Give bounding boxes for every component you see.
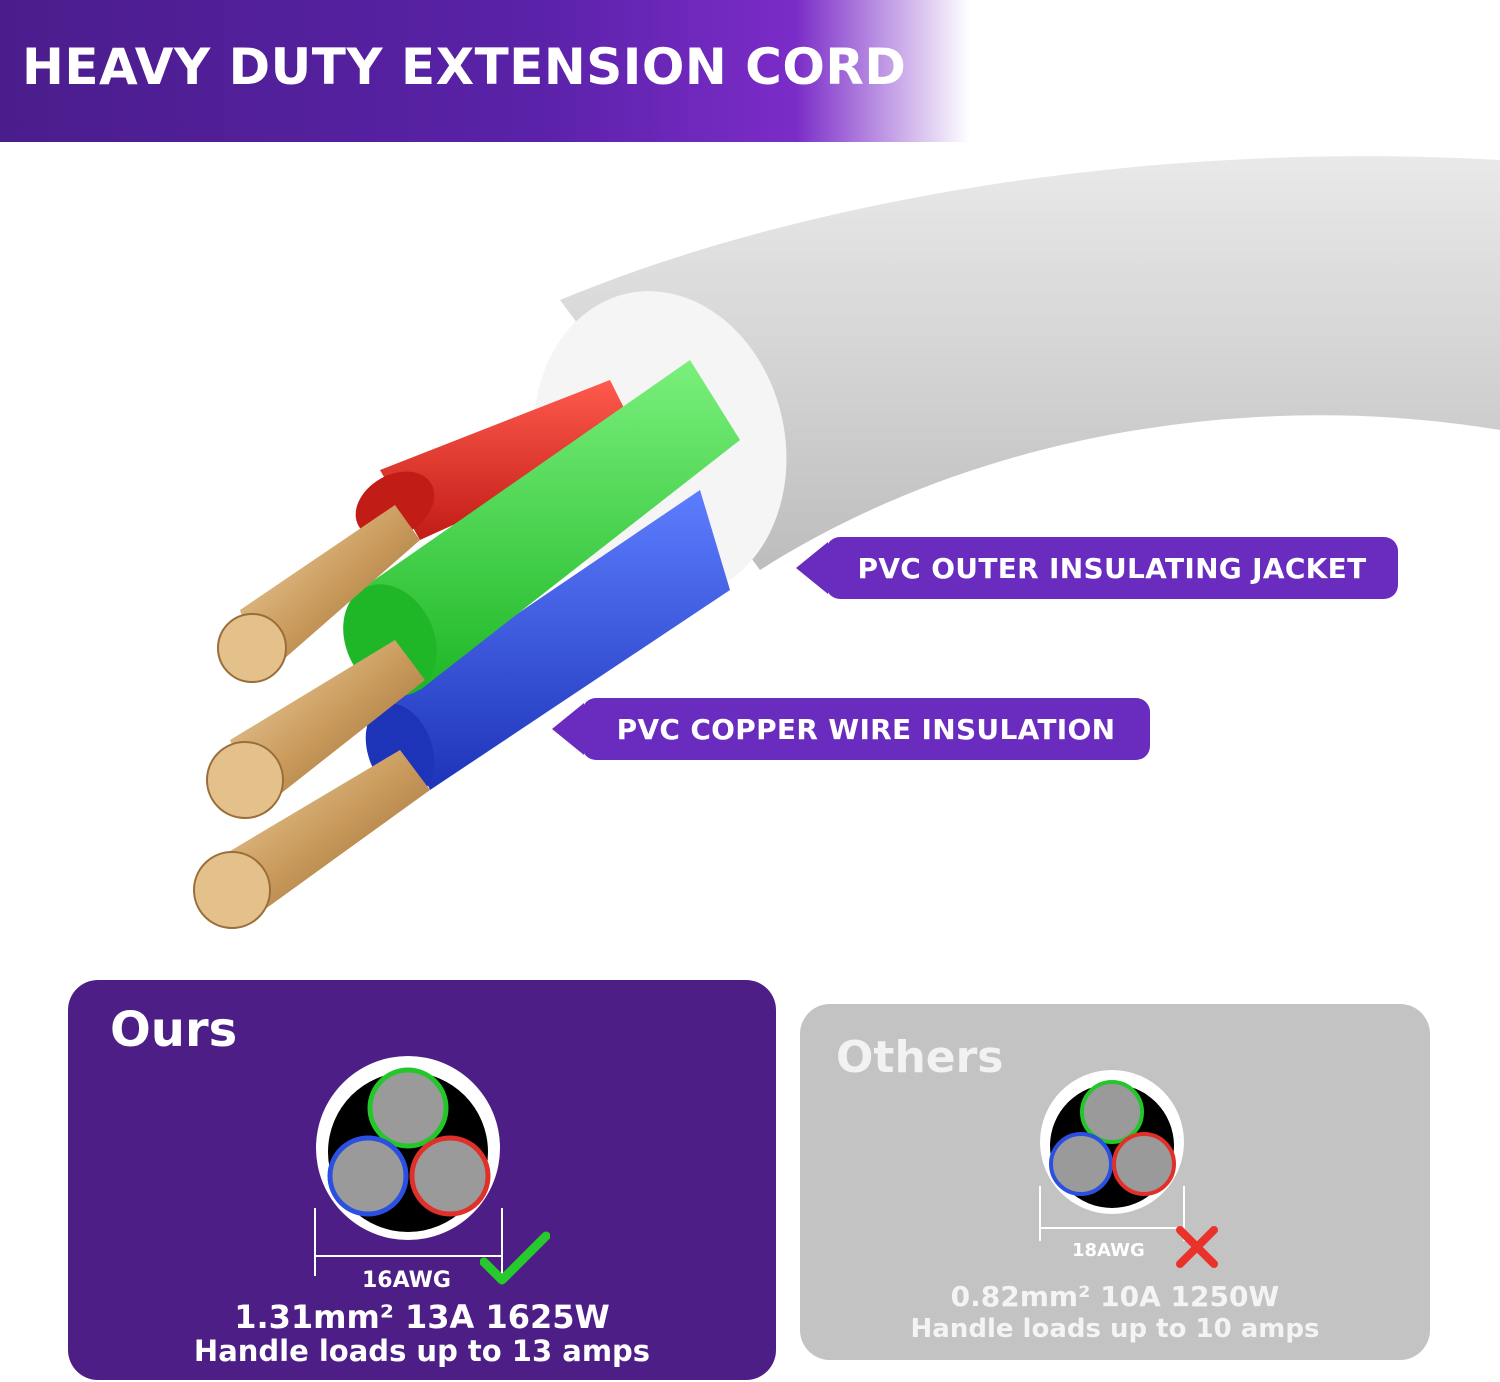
others-cable-cross-section <box>1039 1070 1185 1241</box>
ours-spec-line2: Handle loads up to 13 amps <box>193 1334 651 1368</box>
blue-wire <box>390 490 730 790</box>
ours-gauge: 16AWG <box>362 1268 451 1293</box>
others-title: Others <box>836 1032 1004 1083</box>
red-wire <box>380 380 640 540</box>
green-wire <box>360 360 740 690</box>
ours-title: Ours <box>110 1002 238 1058</box>
cross-icon <box>1176 1226 1218 1268</box>
outer-jacket <box>560 156 1500 570</box>
others-panel: Others 18AWG 0.82mm² 10A 1250W Handle lo… <box>800 1004 1430 1360</box>
others-spec-line2: Handle loads up to 10 amps <box>910 1314 1320 1344</box>
others-spec-line1: 0.82mm² 10A 1250W <box>950 1280 1280 1313</box>
ours-cable-cross-section <box>314 1056 503 1276</box>
callout-wire-insulation: PVC COPPER WIRE INSULATION <box>582 698 1150 760</box>
copper-strands-red <box>240 505 420 680</box>
check-icon <box>480 1231 550 1285</box>
others-gauge: 18AWG <box>1072 1240 1145 1261</box>
header-banner: HEAVY DUTY EXTENSION CORD <box>0 0 970 142</box>
callout-outer-jacket: PVC OUTER INSULATING JACKET <box>826 537 1398 599</box>
page-title: HEAVY DUTY EXTENSION CORD <box>22 38 907 96</box>
ours-panel: Ours 16AWG 1.31mm² 13A 1625W Handle load… <box>68 980 776 1380</box>
cable-illustration <box>193 156 1500 929</box>
ours-spec-line1: 1.31mm² 13A 1625W <box>234 1298 610 1336</box>
